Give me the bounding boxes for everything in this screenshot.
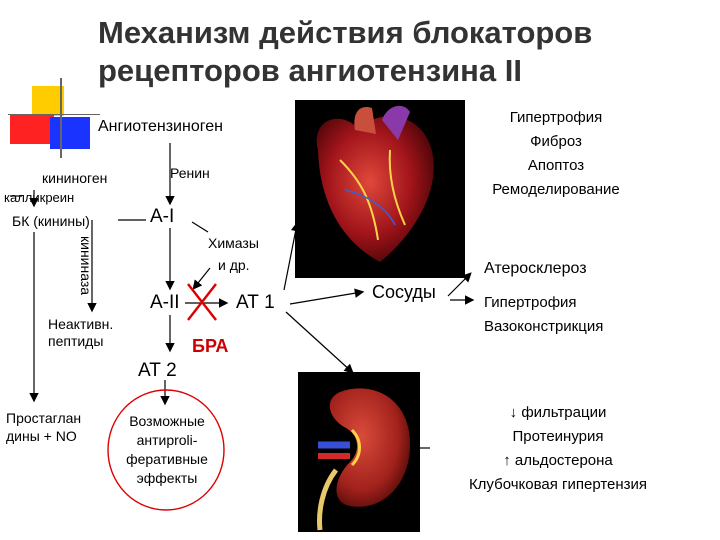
a2-label: А-II <box>150 292 180 313</box>
kallikrein-label: калликреин <box>4 190 75 205</box>
prostaglandins-label-2: дины + NO <box>6 428 77 444</box>
possible-effects-line-2: антиproli- <box>136 432 198 448</box>
bra-label: БРА <box>192 336 229 356</box>
kininase-label: кининаза <box>78 236 94 296</box>
deco-horizontal-line <box>8 114 100 115</box>
inactive-peptides-label-2: пептиды <box>48 333 104 349</box>
kidney-effects-list: ↓ фильтрации Протеинурия ↑ альдостерона … <box>430 401 686 497</box>
a1-label: А-I <box>150 206 175 227</box>
deco-red-square <box>10 114 54 144</box>
deco-blue-square <box>50 117 90 149</box>
vessels-label: Сосуды <box>372 282 436 302</box>
effects-ellipse <box>107 389 225 511</box>
kidney-effect-item: ↓ фильтрации <box>509 404 607 421</box>
kininogen-label: кининоген <box>42 170 108 186</box>
kidney-image <box>298 372 420 532</box>
at1-label: АТ 1 <box>236 292 275 313</box>
deco-vertical-line <box>60 78 62 158</box>
bk-kinins-label: БК (кинины) <box>12 213 90 229</box>
and-others-label: и др. <box>218 257 250 273</box>
heart-effects-list: Гипертрофия Фиброз Апоптоз Ремоделирован… <box>466 106 646 202</box>
heart-effect-item: Фиброз <box>530 133 582 150</box>
renin-label: Ренин <box>170 165 210 181</box>
kidney-effect-item: ↑ альдостерона <box>503 452 613 469</box>
heart-image <box>295 100 465 278</box>
heart-effect-item: Ремоделирование <box>492 181 620 198</box>
at2-label: АТ 2 <box>138 360 177 381</box>
heart-effect-item: Гипертрофия <box>509 109 603 126</box>
heart-effect-item: Апоптоз <box>527 157 585 174</box>
inactive-peptides-label-1: Неактивн. <box>48 316 114 332</box>
possible-effects-line-4: эффекты <box>136 470 198 486</box>
atherosclerosis-label: Атеросклероз <box>484 260 587 277</box>
vasoconstriction-label: Вазоконстрикция <box>484 318 604 335</box>
angiotensinogen-label: Ангиотензиноген <box>98 118 223 135</box>
prostaglandins-label-1: Простаглан <box>6 410 82 426</box>
page-title: Механизм действия блокаторов рецепторов … <box>98 15 593 88</box>
kidney-effect-item: Протеинурия <box>512 428 604 445</box>
kidney-effect-item: Клубочковая гипертензия <box>468 476 648 493</box>
deco-yellow-square <box>32 86 64 116</box>
block-x-mark <box>187 283 217 321</box>
chymases-label: Химазы <box>208 235 259 251</box>
possible-effects-line-3: феративные <box>126 451 208 467</box>
possible-effects-text: Возможные антиproli- феративные эффекты <box>112 412 222 488</box>
vessel-hypertrophy-label: Гипертрофия <box>484 294 577 311</box>
possible-effects-line-1: Возможные <box>129 413 205 429</box>
